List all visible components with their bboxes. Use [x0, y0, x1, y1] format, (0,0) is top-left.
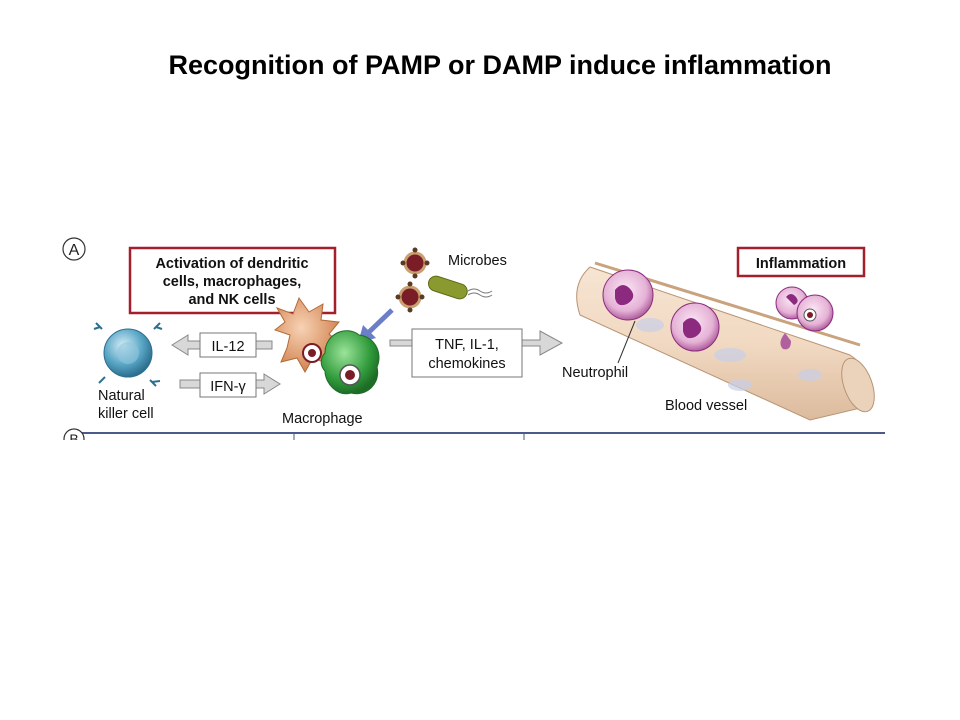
- panel-label-a: A: [62, 237, 86, 261]
- microbes-label: Microbes: [448, 253, 507, 269]
- activation-box: Activation of dendritic cells, macrophag…: [128, 246, 337, 315]
- cytokines-line-2: chemokines: [428, 356, 505, 372]
- ifn-gamma-arrow: IFN-γ: [179, 372, 281, 398]
- macrophage-label: Macrophage: [282, 411, 363, 427]
- panel-label-a-text: A: [69, 242, 80, 259]
- neutrophils: Neutrophil: [562, 269, 834, 381]
- figure-svg: A Activation of dendritic cells, macroph…: [62, 237, 885, 440]
- cytokines-line-1: TNF, IL-1,: [435, 337, 499, 353]
- nk-cell: Natural killer cell: [93, 322, 163, 422]
- activation-line-1: Activation of dendritic: [155, 256, 308, 272]
- il12-arrow: IL-12: [171, 332, 273, 358]
- inflammation-label: Inflammation: [756, 256, 846, 272]
- activation-line-2: cells, macrophages,: [163, 274, 302, 290]
- nk-cell-label-2: killer cell: [98, 406, 154, 422]
- slide-title: Recognition of PAMP or DAMP induce infla…: [168, 50, 832, 80]
- cytokines-arrow: TNF, IL-1, chemokines: [389, 328, 564, 378]
- neutrophil-label: Neutrophil: [562, 365, 628, 381]
- inflammation-figure: A Activation of dendritic cells, macroph…: [50, 225, 890, 440]
- ifn-gamma-label: IFN-γ: [210, 379, 246, 395]
- macrophage-cluster: Macrophage: [273, 296, 380, 427]
- panel-label-b-text: B: [69, 431, 78, 440]
- blood-vessel-label: Blood vessel: [665, 398, 747, 414]
- microbes-illustration: Microbes: [395, 247, 507, 313]
- activation-line-3: and NK cells: [188, 292, 275, 308]
- inflammation-box: Inflammation: [736, 246, 866, 278]
- il12-label: IL-12: [211, 339, 244, 355]
- panel-divider: B: [63, 428, 885, 440]
- nk-cell-label-1: Natural: [98, 388, 145, 404]
